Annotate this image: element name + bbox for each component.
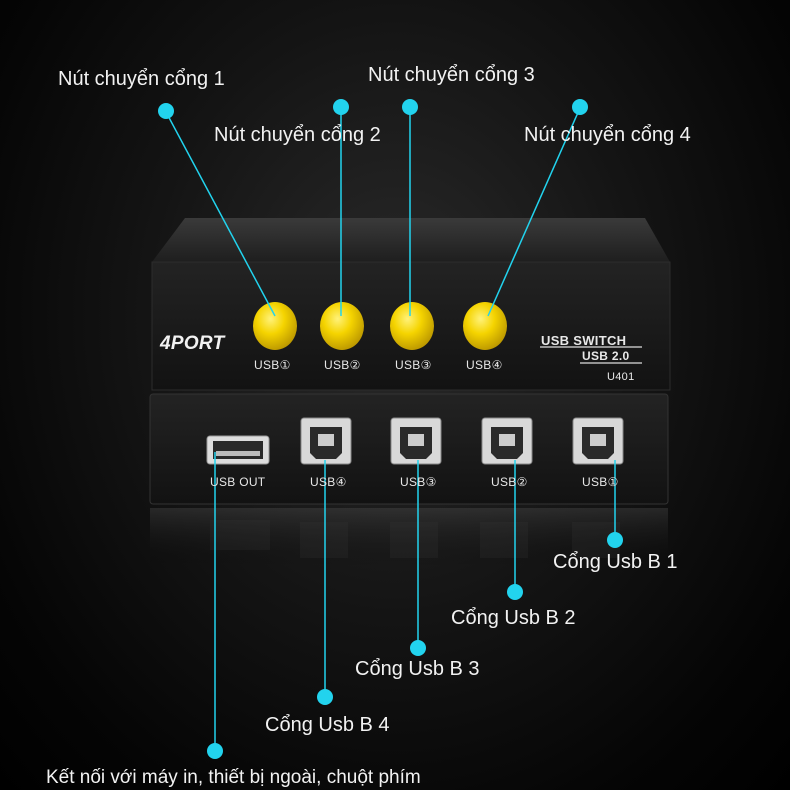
callout-usb-b-port-2: Cổng Usb B 2 xyxy=(451,607,576,629)
button-label-3: USB③ xyxy=(395,358,432,372)
callout-button-port-4: Nút chuyển cổng 4 xyxy=(524,124,691,146)
brand-mark: 4PORT xyxy=(160,333,225,354)
switch-button-1 xyxy=(253,302,297,350)
rear-label-usb-4: USB④ xyxy=(310,475,347,489)
rear-label-usb-1: USB① xyxy=(582,475,619,489)
rear-label-usb-2: USB② xyxy=(491,475,528,489)
device-model: U401 xyxy=(607,371,635,383)
callout-lines xyxy=(165,107,616,750)
callout-usb-b-port-3: Cổng Usb B 3 xyxy=(355,658,480,680)
rear-label-usb-out: USB OUT xyxy=(210,475,266,489)
device-subtitle: USB 2.0 xyxy=(582,349,630,363)
callout-button-port-3: Nút chuyển cổng 3 xyxy=(368,64,535,86)
usb-b-port-4 xyxy=(300,417,352,465)
switch-button-4 xyxy=(463,302,507,350)
usb-b-port-2 xyxy=(481,417,533,465)
button-label-1: USB① xyxy=(254,358,291,372)
callout-button-port-2: Nút chuyển cổng 2 xyxy=(214,124,381,146)
button-label-4: USB④ xyxy=(466,358,503,372)
callout-usb-b-port-4: Cổng Usb B 4 xyxy=(265,714,390,736)
device-top-surface xyxy=(152,218,670,262)
rear-label-usb-3: USB③ xyxy=(400,475,437,489)
callout-button-port-1: Nút chuyển cổng 1 xyxy=(58,68,225,90)
button-label-2: USB② xyxy=(324,358,361,372)
device-reflection xyxy=(150,508,668,568)
callout-usb-b-port-1: Cổng Usb B 1 xyxy=(553,551,678,573)
usb-b-port-3 xyxy=(390,417,442,465)
callout-dots xyxy=(158,99,623,759)
switch-button-3 xyxy=(390,302,434,350)
usb-b-port-1 xyxy=(572,417,624,465)
device-title: USB SWITCH xyxy=(541,333,627,348)
switch-button-2 xyxy=(320,302,364,350)
callout-usb-out: Kết nối với máy in, thiết bị ngoài, chuộ… xyxy=(46,767,421,788)
